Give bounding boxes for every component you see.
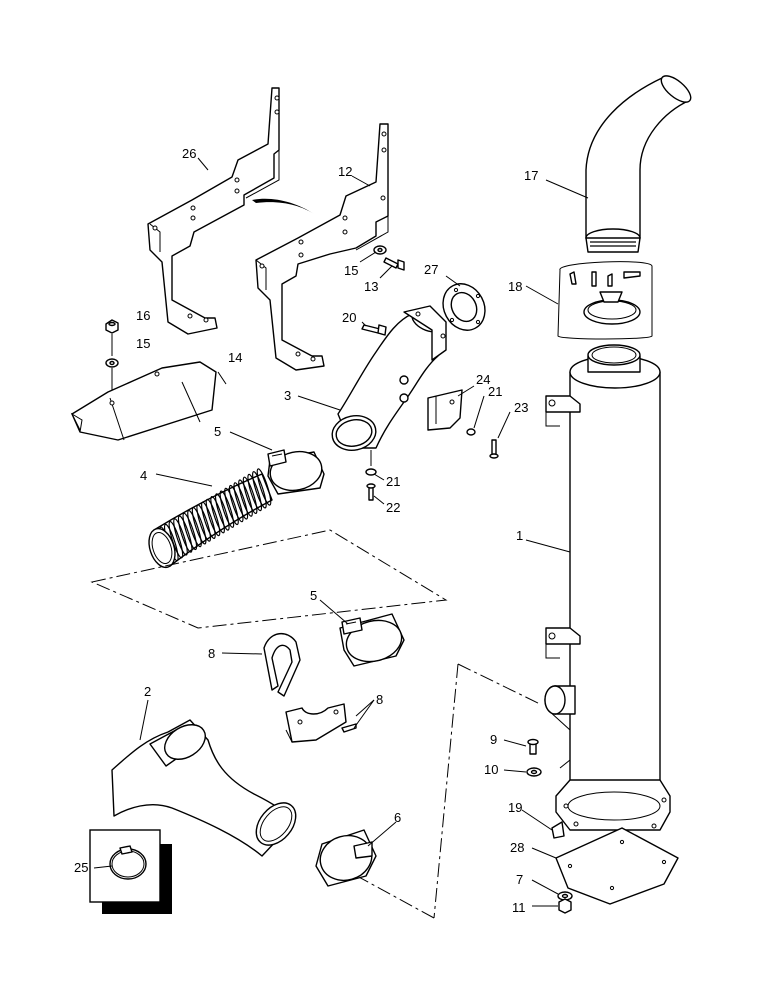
bolt-9 <box>527 738 539 755</box>
washer-15-upper <box>373 245 387 255</box>
exhaust-stack-17 <box>585 75 692 253</box>
callout-labels: 26 12 17 15 13 27 18 16 15 20 14 3 24 21… <box>74 146 538 915</box>
clamp-6 <box>315 829 377 887</box>
bracket-24 <box>427 389 463 431</box>
washer-10 <box>526 767 542 777</box>
flex-hose-rib <box>252 471 267 509</box>
callout-3: 3 <box>284 388 291 403</box>
callout-25: 25 <box>74 860 88 875</box>
clamp-kit-18 <box>557 261 653 340</box>
u-bolt-8 <box>263 633 301 697</box>
callout-9: 9 <box>490 732 497 747</box>
callout-24: 24 <box>476 372 490 387</box>
muffler-base-plate <box>555 779 671 831</box>
phantom-line-upper <box>90 529 448 629</box>
callout-27: 27 <box>424 262 438 277</box>
screw-22 <box>366 483 376 501</box>
nut-11 <box>558 898 572 914</box>
flex-hose-rib <box>238 479 253 517</box>
muffler-1 <box>544 344 661 807</box>
flex-hose-rib <box>196 504 212 542</box>
washer-21-right <box>466 428 476 436</box>
inset-25 <box>89 829 172 914</box>
callout-20: 20 <box>342 310 356 325</box>
callout-6: 6 <box>394 810 401 825</box>
flex-hose-rib <box>201 501 216 540</box>
flex-hose-rib <box>187 509 202 548</box>
callout-5-lower: 5 <box>310 588 317 603</box>
gasket-27 <box>442 283 486 331</box>
flex-hose-rib <box>219 490 235 528</box>
washer-21-lower <box>365 468 377 476</box>
bolt-13 <box>383 257 405 271</box>
callout-18: 18 <box>508 279 522 294</box>
heat-shield-14 <box>70 361 217 441</box>
callout-23: 23 <box>514 400 528 415</box>
flex-hose-rib <box>214 493 230 531</box>
flex-hose-rib <box>224 487 239 526</box>
callout-21-lower: 21 <box>386 474 400 489</box>
screw-23 <box>489 439 499 459</box>
callout-15-upper: 15 <box>344 263 358 278</box>
callout-15-lower: 15 <box>136 336 150 351</box>
callout-19: 19 <box>508 800 522 815</box>
washer-15-lower <box>105 358 119 368</box>
flex-hose-4 <box>148 468 273 569</box>
plate-28 <box>555 827 679 905</box>
leader-lines <box>93 157 589 907</box>
flex-hose-rib <box>256 468 272 506</box>
phantom-line-lower <box>457 663 541 705</box>
bracket-12 <box>255 123 389 371</box>
flex-hose-rib <box>191 507 207 545</box>
callout-16: 16 <box>136 308 150 323</box>
washer-7 <box>557 891 573 901</box>
callout-2: 2 <box>144 684 151 699</box>
callout-7: 7 <box>516 872 523 887</box>
callout-26: 26 <box>182 146 196 161</box>
callout-12: 12 <box>338 164 352 179</box>
elbow-pipe-3 <box>331 305 447 451</box>
callout-28: 28 <box>510 840 524 855</box>
flex-hose-rib <box>205 498 221 537</box>
flex-hose-rib <box>182 512 198 551</box>
clamp-5-upper <box>267 449 325 495</box>
flex-hose-rib <box>173 518 188 556</box>
flex-hose-rib <box>247 473 263 512</box>
flex-hose-rib <box>210 495 225 534</box>
bracket-26 <box>147 87 280 335</box>
screw-20 <box>361 324 387 336</box>
phantom-line-riser <box>433 663 459 919</box>
flex-hose-rib <box>233 482 249 520</box>
callout-11: 11 <box>512 900 526 915</box>
saddle-8 <box>285 703 357 743</box>
callout-8-right: 8 <box>376 692 383 707</box>
swept-arrow <box>252 198 314 214</box>
callout-22: 22 <box>386 500 400 515</box>
clip-19 <box>551 821 565 839</box>
clamp-5-lower <box>339 613 405 667</box>
flex-hose-rib <box>242 476 258 515</box>
flex-hose-rib <box>228 484 244 523</box>
nut-16 <box>105 319 119 334</box>
flex-hose-rib <box>177 515 193 553</box>
callout-14: 14 <box>228 350 242 365</box>
callout-13: 13 <box>364 279 378 294</box>
callout-21-right: 21 <box>488 384 502 399</box>
callout-10: 10 <box>484 762 498 777</box>
callout-1: 1 <box>516 528 523 543</box>
callout-17: 17 <box>524 168 538 183</box>
y-pipe-2 <box>111 719 297 857</box>
callout-4: 4 <box>140 468 147 483</box>
callout-5-upper: 5 <box>214 424 221 439</box>
callout-8-left: 8 <box>208 646 215 661</box>
